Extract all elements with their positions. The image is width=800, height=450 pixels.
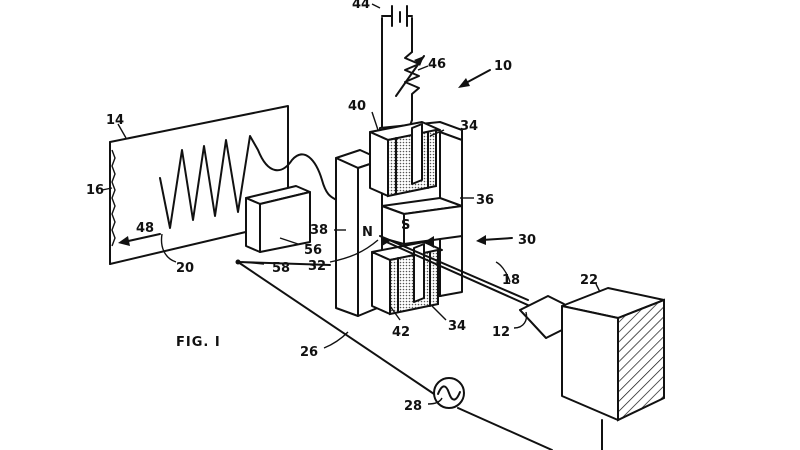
label-22: 22 [580, 273, 598, 288]
label-30: 30 [518, 233, 536, 248]
pole-north-label: N [362, 225, 373, 240]
label-18: 18 [502, 273, 520, 288]
chart-motion-arrow [118, 233, 161, 246]
label-34-upper: 34 [460, 119, 478, 134]
upper-coil [369, 121, 441, 198]
pole-wedge-right [424, 236, 434, 248]
label-16: 16 [86, 183, 104, 198]
stylus-wire [379, 235, 531, 307]
label-10: 10 [494, 59, 512, 74]
label-14: 14 [106, 113, 124, 128]
label-48: 48 [136, 221, 154, 236]
label-28: 28 [404, 399, 422, 414]
label-58: 58 [272, 261, 290, 276]
pole-south-label: S [401, 218, 410, 233]
label-38: 38 [310, 223, 328, 238]
label-20: 20 [176, 261, 194, 276]
label-56: 56 [304, 243, 322, 258]
label-34-lower: 34 [448, 319, 466, 334]
ground-node [235, 259, 241, 265]
label-44: 44 [352, 0, 370, 12]
reference-arrows [458, 69, 513, 245]
reference-numerals: 14 16 48 20 58 56 38 32 36 34 40 42 34 3… [86, 0, 598, 414]
leader-lines [101, 3, 601, 405]
label-42: 42 [392, 325, 410, 340]
label-40: 40 [348, 99, 366, 114]
label-12: 12 [492, 325, 510, 340]
label-46: 46 [428, 57, 446, 72]
lower-coil [371, 241, 443, 316]
label-36: 36 [476, 193, 494, 208]
ac-source [433, 377, 465, 409]
workpiece [561, 287, 665, 422]
variable-resistor [395, 51, 425, 133]
label-32: 32 [308, 259, 326, 274]
mirror-block [245, 185, 311, 253]
recorded-trace [159, 135, 343, 229]
figure-caption: FIG. I [176, 335, 221, 350]
label-26: 26 [300, 345, 318, 360]
battery [381, 5, 413, 27]
